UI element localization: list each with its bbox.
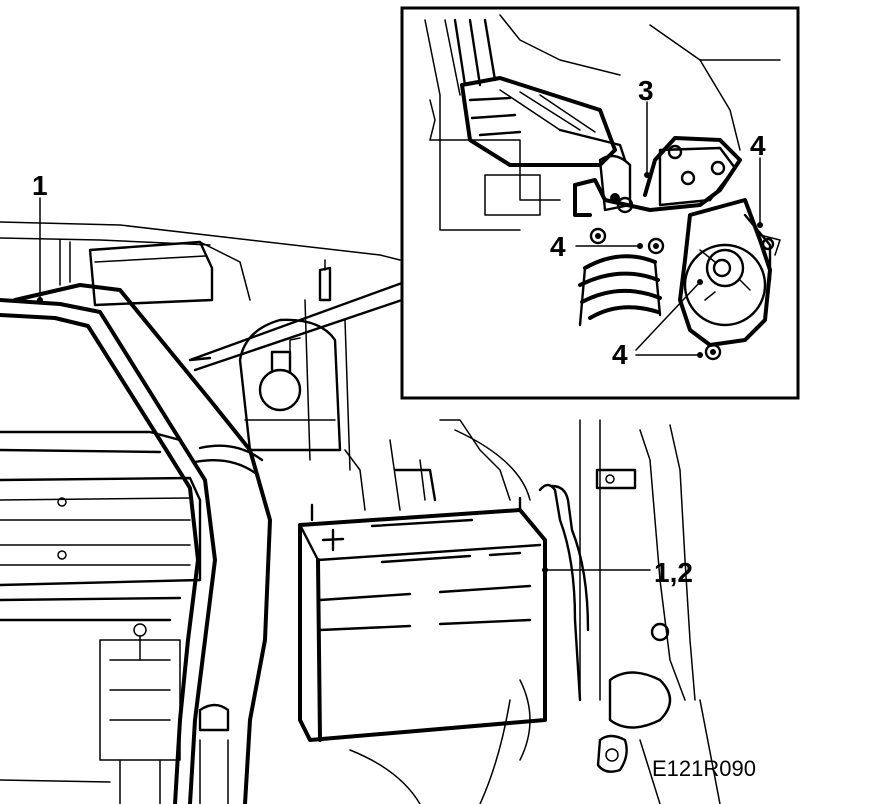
callout-1-2: 1,2	[654, 557, 693, 588]
figure-reference-code: E121R090	[652, 756, 756, 781]
callout-3: 3	[638, 75, 654, 106]
inset-detail-view	[400, 6, 800, 400]
battery	[298, 496, 547, 742]
callout-4-top-right: 4	[750, 130, 766, 161]
mounting-bracket	[573, 136, 742, 217]
callout-4-left: 4	[550, 231, 566, 262]
fastener-bottom	[704, 343, 722, 361]
front-module	[0, 430, 202, 804]
reservoir	[238, 318, 342, 452]
fastener-center	[647, 237, 665, 255]
engine-bay-main-view	[0, 197, 721, 804]
fastener-left	[589, 227, 607, 245]
engine-mount	[678, 198, 781, 347]
intake-housing	[88, 240, 251, 307]
callout-4-bottom: 4	[612, 339, 628, 370]
callout-1: 1	[32, 170, 48, 201]
inset-pointer	[188, 281, 404, 372]
spring-coil	[578, 254, 662, 327]
